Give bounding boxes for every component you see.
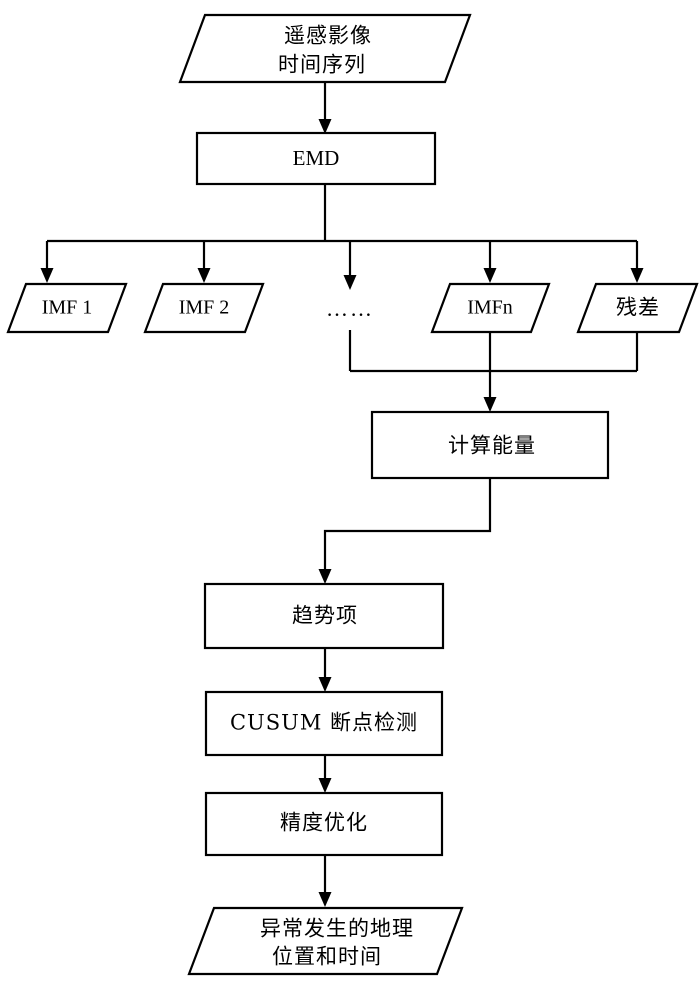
arrowhead-icon xyxy=(318,119,332,134)
input-series-label-line2: 时间序列 xyxy=(278,53,366,77)
arrowhead-icon xyxy=(197,268,211,283)
imf1-label: IMF 1 xyxy=(42,297,93,319)
node-imf1[interactable]: IMF 1 xyxy=(6,282,128,334)
imfn-label: IMFn xyxy=(467,297,513,319)
node-ellipsis: …… xyxy=(326,296,374,321)
arrowhead-icon xyxy=(318,892,332,907)
accuracy-rectangle[interactable] xyxy=(204,791,444,857)
cusum-rectangle[interactable] xyxy=(204,690,444,757)
node-accuracy[interactable]: 精度优化 xyxy=(204,791,444,857)
edge-branch-to-ellipsis xyxy=(343,241,357,290)
energy-label: 计算能量 xyxy=(448,434,536,458)
imf1-parallelogram[interactable] xyxy=(6,282,128,334)
edge-branch-to-imf2 xyxy=(197,241,211,283)
edge-branch-to-imf1 xyxy=(40,241,54,283)
node-output-result[interactable]: 异常发生的地理 位置和时间 xyxy=(187,906,464,976)
edge-merge-bus xyxy=(348,330,639,373)
trend-label: 趋势项 xyxy=(292,604,358,628)
edge-merge-to-energy xyxy=(483,371,497,412)
imf2-label: IMF 2 xyxy=(179,297,230,319)
arrowhead-icon xyxy=(483,268,497,283)
arrowhead-icon xyxy=(343,275,357,290)
node-cusum[interactable]: CUSUM 断点检测 xyxy=(204,690,444,757)
node-emd[interactable]: EMD xyxy=(195,131,437,186)
edge-emd-to-branch-bus xyxy=(47,184,637,243)
node-energy[interactable]: 计算能量 xyxy=(370,410,610,480)
trend-rectangle[interactable] xyxy=(203,582,445,650)
edge-branch-to-residual xyxy=(630,241,644,283)
output-result-label-line1: 异常发生的地理 xyxy=(260,917,414,941)
arrowhead-icon xyxy=(318,677,332,692)
residual-label: 残差 xyxy=(616,296,660,320)
emd-label: EMD xyxy=(293,146,340,170)
edge-accuracy-to-output xyxy=(318,855,332,907)
node-input-series[interactable]: 遥感影像 时间序列 xyxy=(178,13,472,84)
emd-rectangle[interactable] xyxy=(195,131,437,186)
input-series-label-line1: 遥感影像 xyxy=(284,24,372,48)
arrowhead-icon xyxy=(40,268,54,283)
node-residual[interactable]: 残差 xyxy=(576,282,699,334)
arrowhead-icon xyxy=(318,778,332,793)
edge-input-to-emd xyxy=(318,82,332,134)
output-result-parallelogram[interactable] xyxy=(187,906,464,976)
edge-branch-to-imfn xyxy=(483,241,497,283)
node-imf2[interactable]: IMF 2 xyxy=(143,282,265,334)
imf2-parallelogram[interactable] xyxy=(143,282,265,334)
cusum-label: CUSUM 断点检测 xyxy=(230,711,418,735)
accuracy-label: 精度优化 xyxy=(280,811,368,835)
residual-parallelogram[interactable] xyxy=(576,282,699,334)
edge-energy-to-trend xyxy=(318,478,492,584)
edge-trend-to-cusum xyxy=(318,648,332,692)
node-trend[interactable]: 趋势项 xyxy=(203,582,445,650)
edge-cusum-to-accuracy xyxy=(318,755,332,793)
imfn-parallelogram[interactable] xyxy=(430,282,551,334)
arrowhead-icon xyxy=(318,569,332,584)
input-series-parallelogram[interactable] xyxy=(178,13,472,84)
node-imfn[interactable]: IMFn xyxy=(430,282,551,334)
arrowhead-icon xyxy=(630,268,644,283)
ellipsis-label: …… xyxy=(326,296,374,321)
arrowhead-icon xyxy=(483,397,497,412)
output-result-label-line2: 位置和时间 xyxy=(272,945,382,969)
energy-rectangle[interactable] xyxy=(370,410,610,480)
